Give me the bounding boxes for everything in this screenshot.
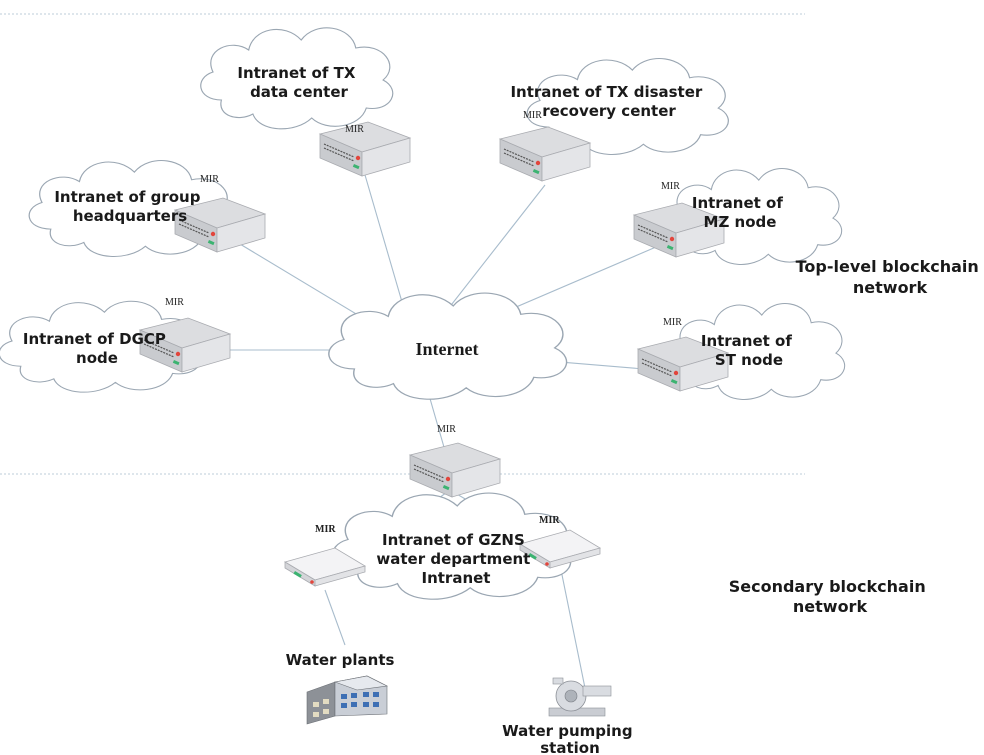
label-st-node: Intranet of ST node xyxy=(701,332,797,369)
server-gateway-icon xyxy=(409,442,501,498)
mir-label: MIR xyxy=(437,424,456,435)
label-tx-disaster: Intranet of TX disaster recovery center xyxy=(510,83,707,120)
label-dgcp-node: Intranet of DGCP node xyxy=(23,330,171,367)
factory-icon xyxy=(306,675,389,725)
mir-label: MIR xyxy=(663,317,682,328)
label-group-hq: Intranet of group headquarters xyxy=(54,188,205,225)
links xyxy=(190,174,681,689)
label-mz-node: Intranet of MZ node xyxy=(692,194,788,231)
label-top-level-network: Top-level blockchain network xyxy=(796,257,984,297)
label-water-plants: Water plants xyxy=(286,651,395,669)
mir-label: MIR xyxy=(200,174,219,185)
label-internet: Internet xyxy=(416,339,479,359)
mir-label: MIR xyxy=(523,110,542,121)
server-tx-data-center-icon xyxy=(319,121,411,177)
label-pumping-station: Water pumping station xyxy=(502,722,638,755)
label-gzns: Intranet of GZNS water department Intran… xyxy=(376,531,535,587)
mir-label: MIR xyxy=(345,124,364,135)
mir-label: MIR xyxy=(165,297,184,308)
label-secondary-network: Secondary blockchain network xyxy=(729,577,932,616)
mir-label: MIR xyxy=(661,181,680,192)
label-tx-data-center: Intranet of TX data center xyxy=(237,64,360,101)
water-pump-icon xyxy=(548,677,612,717)
mir-label: MIR xyxy=(315,524,336,535)
mir-label: MIR xyxy=(539,515,560,526)
